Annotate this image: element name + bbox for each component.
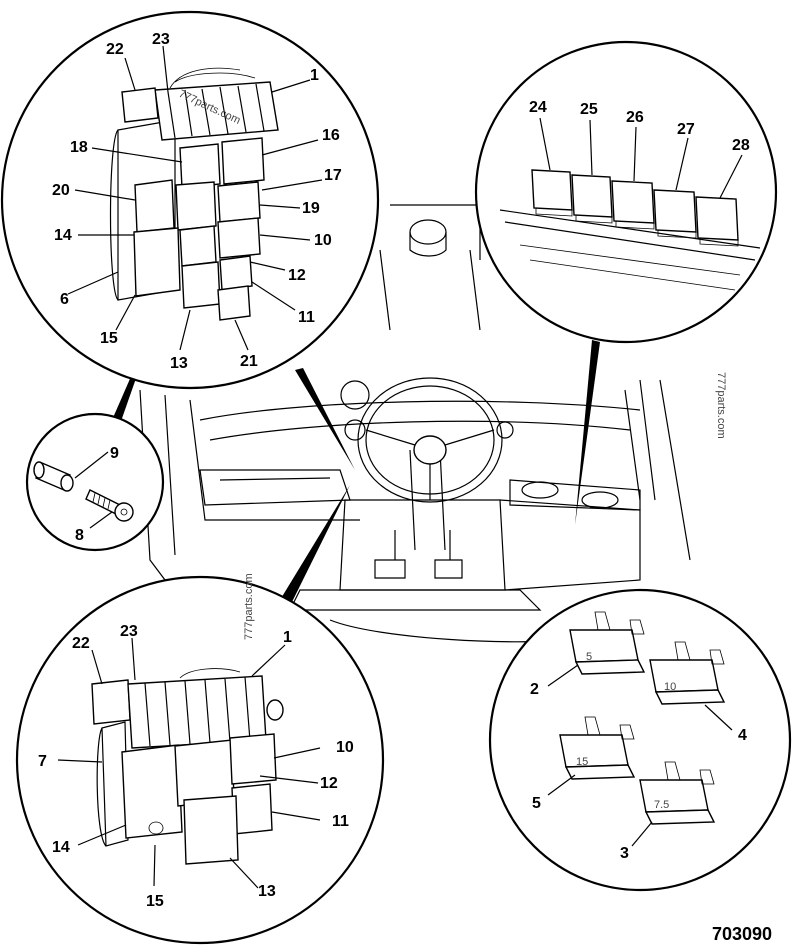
callout-13-bottom: 13 [258,883,276,900]
relay-26 [611,180,655,230]
callout-8: 8 [75,527,84,544]
callout-11-top: 11 [298,309,315,326]
drawing-number: 703090 [712,924,772,944]
bolt-8 [85,489,134,522]
blade-fuse-4: 10 [649,641,726,705]
detail-circle-bottom-right: 5 10 15 7.5 [488,588,792,892]
callout-26: 26 [626,109,644,126]
relay-24 [531,169,573,217]
callout-20: 20 [52,182,70,199]
detail-circle-small [25,412,165,552]
callout-5: 5 [532,795,541,812]
callout-10-top: 10 [314,232,332,249]
callout-1-top: 1 [310,67,319,84]
detail-circle-top-left [0,10,380,390]
callout-15-top: 15 [100,330,118,347]
callout-9: 9 [110,445,119,462]
callout-25: 25 [580,101,598,118]
callout-13-top: 13 [170,355,188,372]
fuse-5-rating: 15 [576,756,588,768]
callout-27: 27 [677,121,695,138]
watermark-right: 777parts.com [715,372,727,439]
callout-3: 3 [620,845,629,862]
callout-14-top: 14 [54,227,72,244]
callout-14-bottom: 14 [52,839,70,856]
callout-11-bottom: 11 [332,813,349,830]
watermark-middle: 777parts.com [243,573,255,640]
detail-circle-bottom-left [15,575,385,945]
callout-17: 17 [324,167,342,184]
callout-12-bottom: 12 [320,775,338,792]
fuse-3-rating: 7.5 [654,799,669,811]
callout-18: 18 [70,139,88,156]
leader-wedge-top-right [575,340,600,525]
callout-7: 7 [38,753,47,770]
callout-28: 28 [732,137,750,154]
blade-fuse-5: 15 [559,716,636,780]
callout-12-top: 12 [288,267,306,284]
callout-4: 4 [738,727,747,744]
callout-6: 6 [60,291,69,308]
blade-fuse-2: 5 [569,611,646,675]
leader-wedge-top-left [295,368,355,470]
leader-wedge-bottom [280,485,350,606]
leaders-bottom-left [57,637,321,889]
callout-24: 24 [529,99,547,116]
leaders-top-left [67,45,323,351]
callout-2: 2 [530,681,539,698]
cab-interior [139,204,691,643]
detail-circle-top-right [474,40,778,344]
callout-labels: 22 23 1 16 18 17 20 19 14 10 12 6 11 15 … [38,31,750,910]
relay-25 [571,174,613,224]
fuse-4-rating: 10 [664,681,676,693]
callout-10-bottom: 10 [336,739,354,756]
callout-16: 16 [322,127,340,144]
callout-15-bottom: 15 [146,893,164,910]
callout-21: 21 [240,353,258,370]
blade-fuse-3: 7.5 [639,761,716,825]
callout-22-top: 22 [106,41,124,58]
fuse-2-rating: 5 [586,651,592,663]
callout-23-top: 23 [152,31,170,48]
spacer-9 [33,461,74,492]
callout-19: 19 [302,200,320,217]
callout-23-bottom: 23 [120,623,138,640]
relay-28 [695,196,739,247]
callout-1-bottom: 1 [283,629,292,646]
callout-22-bottom: 22 [72,635,90,652]
relay-27 [653,189,697,239]
